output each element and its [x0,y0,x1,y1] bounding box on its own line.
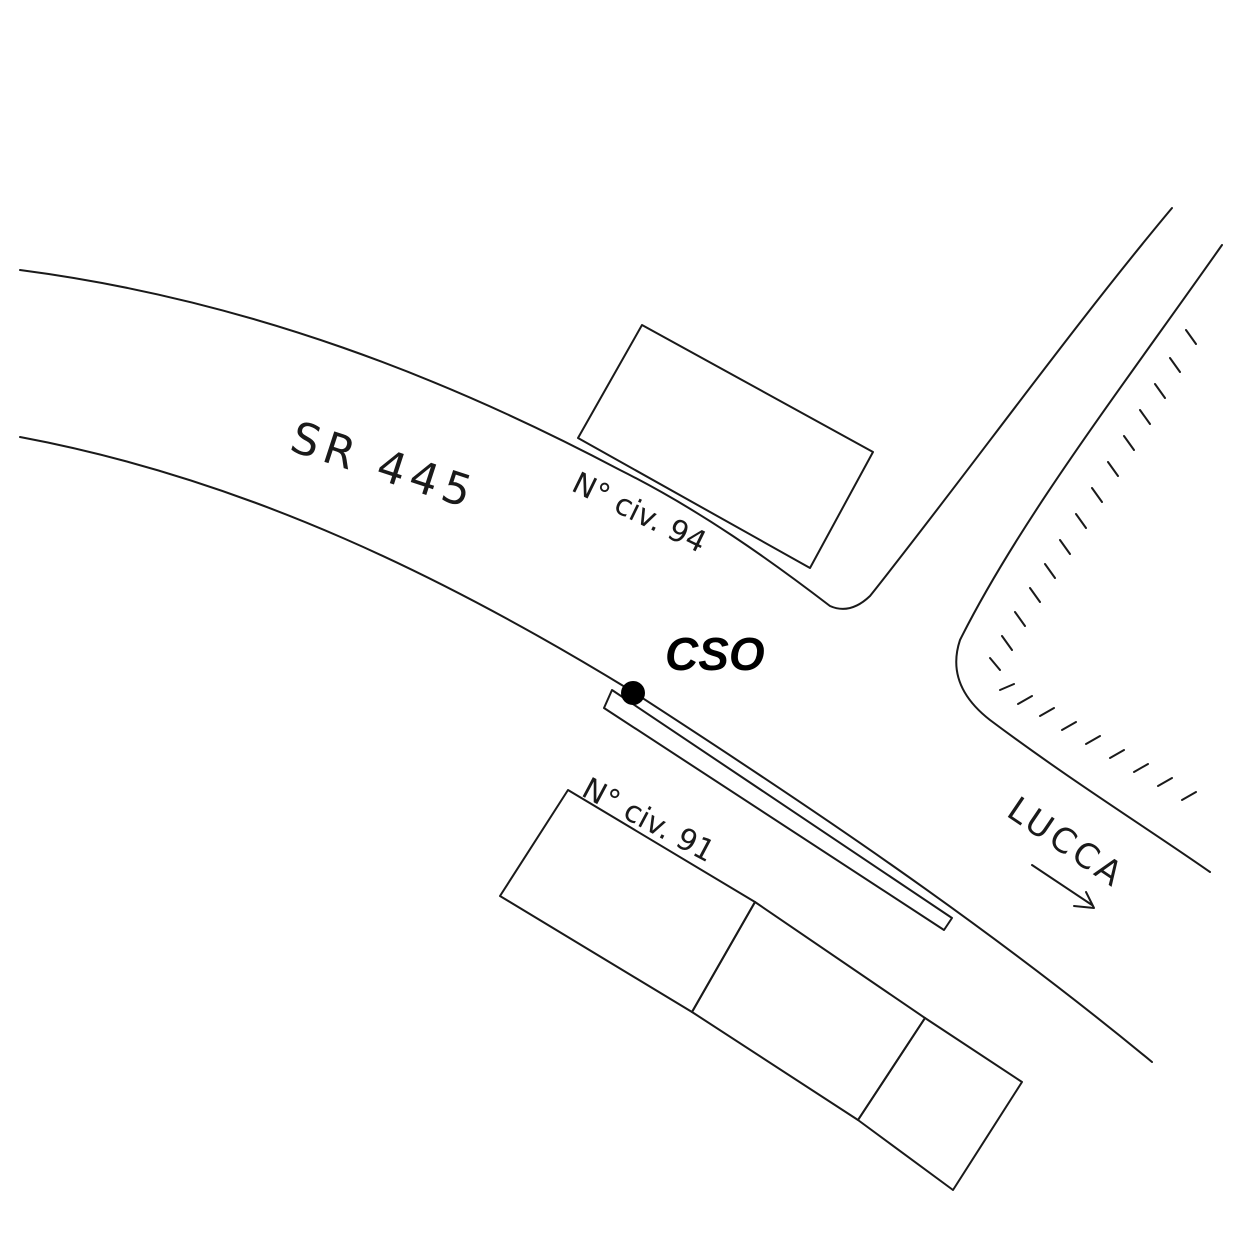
road-label: SR 445 [285,412,484,520]
building-civ-94 [577,324,874,569]
sidewalk-strip [603,689,953,931]
cso-marker-icon [621,681,645,705]
building-south-label: N° civ. 91 [576,771,720,870]
road-sr445-south-edge [19,436,1153,1063]
road-sr445-north-edge [19,207,1173,610]
building-civ-91-middle [691,901,926,1121]
embankment-ticks [989,329,1197,801]
direction-arrow-icon [1031,864,1095,909]
cso-label: CSO [665,628,765,680]
building-civ-91-east [857,1017,1023,1191]
side-road-east-edge [955,244,1223,873]
